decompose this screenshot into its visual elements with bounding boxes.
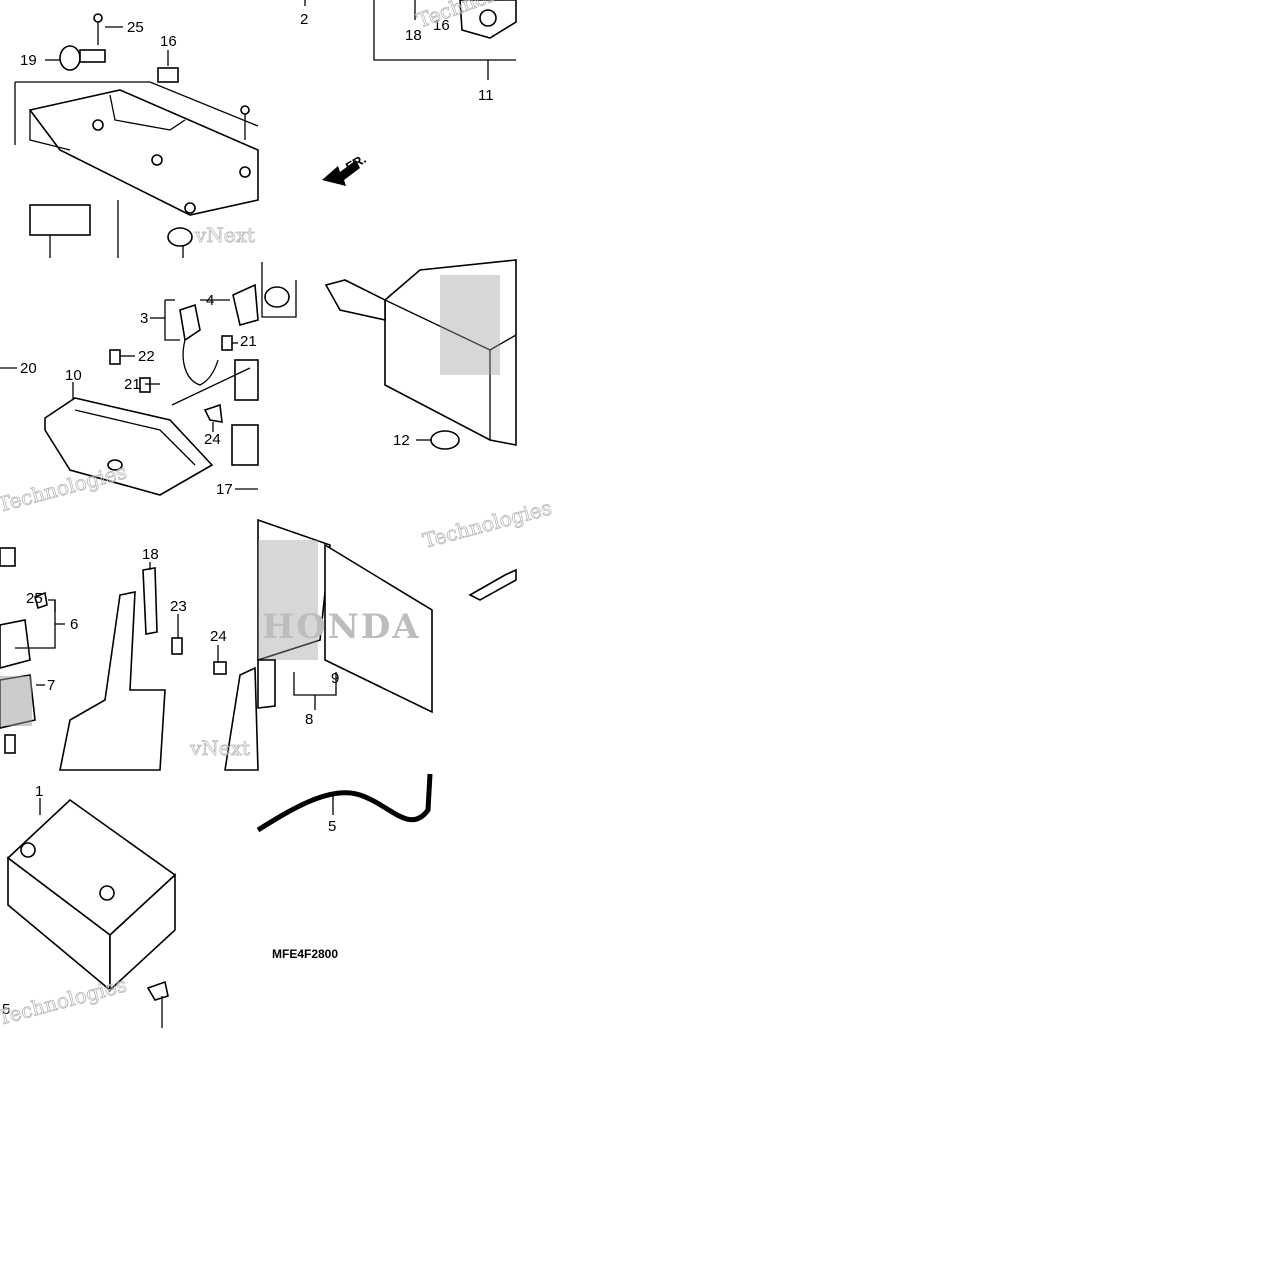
tile-wiring: 3 4 22 21 21 20 10 24 17 Technologies	[0, 283, 259, 517]
callout-24-b: 24	[210, 628, 227, 645]
callout-8: 5	[2, 1001, 10, 1018]
callout-25-left: 25	[26, 590, 43, 607]
callout-22: 18	[405, 27, 422, 44]
callout-24: 23	[170, 598, 187, 615]
callout-7: 7	[47, 677, 55, 694]
battery-tray-11	[44, 397, 214, 496]
callout-18: 21	[240, 333, 257, 350]
callout-18-lower: 21	[124, 376, 141, 393]
diagram-code: MFE4F2800	[272, 947, 338, 961]
callout-11: 10	[65, 367, 82, 384]
callout-13: 12	[393, 432, 410, 449]
callout-12: 11	[478, 87, 494, 104]
battery-cover-part	[28, 89, 259, 216]
callout-6: 6	[70, 616, 78, 633]
callout-1: 1	[35, 783, 43, 800]
tile-battery: 1 5 Technologies	[0, 783, 177, 1030]
watermark-plate: Technologies	[420, 495, 554, 552]
callout-2: 2	[300, 11, 308, 28]
watermark-bracket: vNext	[189, 736, 250, 760]
callout-4: 4	[206, 292, 214, 309]
battery-box-part	[384, 259, 517, 446]
tile-battery-cover: 25 19 16 vNext	[14, 13, 259, 258]
callout-3: 3	[140, 310, 148, 327]
cable-part-5	[256, 773, 433, 833]
watermark-battery: Technologies	[0, 972, 129, 1029]
callout-21-left: 20	[20, 360, 37, 377]
tile-top-center: 2 11 18 16 FR. Technologies	[300, 0, 547, 186]
callout-21: 25	[127, 19, 144, 36]
watermark-vnext: vNext	[194, 223, 255, 247]
callout-16: 16	[160, 33, 177, 50]
callout-17: 17	[216, 481, 233, 498]
plate-part-9	[324, 543, 433, 714]
callout-16-top: 16	[433, 17, 450, 34]
bracket-part	[59, 591, 166, 771]
honda-watermark: HONDA	[262, 607, 421, 647]
tile-cable: 5 MFE4F2800	[256, 773, 433, 961]
callout-23: 19	[20, 52, 37, 69]
callout-9: 9	[331, 670, 339, 687]
callout-19: 18	[142, 546, 159, 563]
front-arrow-icon	[322, 160, 360, 186]
callout-5: 5	[328, 818, 336, 835]
tile-plate: HONDA 9 8 Technologies	[257, 495, 555, 728]
callout-10: 8	[305, 711, 313, 728]
tile-battery-box: 12	[261, 259, 517, 450]
callout-25: 24	[204, 431, 221, 448]
callout-20: 22	[138, 348, 155, 365]
watermark-wiring: Technologies	[0, 459, 129, 516]
tile-bracket: 25 6 7 18 23 24 vNext	[0, 546, 259, 771]
